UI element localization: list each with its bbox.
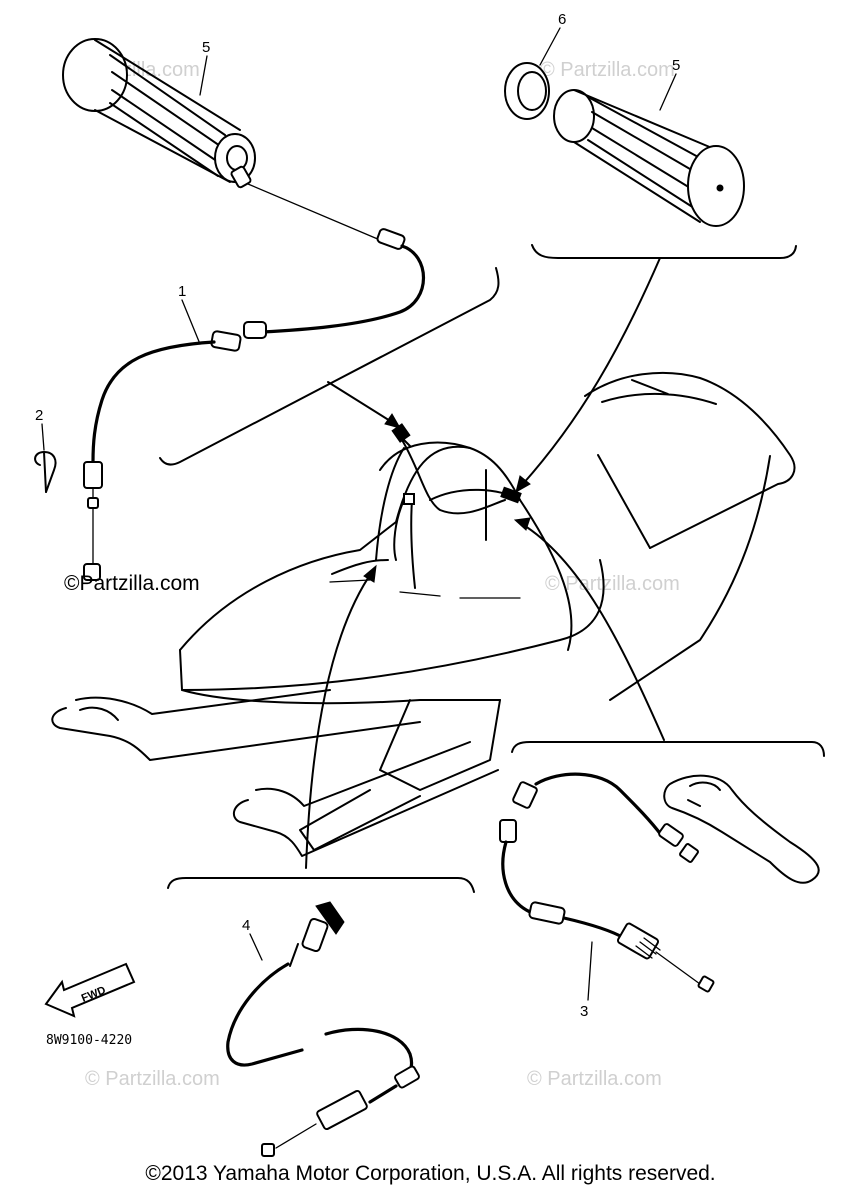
watermark-faint: © Partzilla.com bbox=[85, 1068, 220, 1090]
callout-2: 2 bbox=[35, 407, 43, 424]
callout-1: 1 bbox=[178, 283, 186, 300]
right-group-bracket bbox=[531, 244, 797, 259]
watermark-faint: © Partzilla.com bbox=[527, 1068, 662, 1090]
choke-group-bracket bbox=[167, 877, 475, 893]
left-group-bracket bbox=[159, 267, 500, 466]
watermark-primary: ©Partzilla.com bbox=[64, 572, 200, 595]
callout-5-left: 5 bbox=[202, 39, 210, 56]
left-grip[interactable] bbox=[62, 38, 256, 183]
watermark-faint: © Partzilla.com bbox=[545, 573, 680, 595]
snowmobile-outline bbox=[51, 371, 796, 857]
brake-cable[interactable] bbox=[499, 772, 715, 993]
callout-4: 4 bbox=[242, 917, 250, 934]
throttle-cable[interactable] bbox=[83, 165, 425, 581]
cable-clip[interactable] bbox=[34, 451, 57, 493]
right-grip[interactable] bbox=[553, 89, 745, 227]
copyright-notice: ©2013 Yamaha Motor Corporation, U.S.A. A… bbox=[145, 1162, 716, 1185]
brake-lever[interactable] bbox=[663, 774, 820, 884]
choke-cable[interactable] bbox=[226, 901, 420, 1157]
callout-3: 3 bbox=[580, 1003, 588, 1020]
forward-arrow-icon: FWD bbox=[44, 962, 136, 1018]
grip-ring[interactable] bbox=[504, 62, 550, 120]
watermark-faint: © Partzilla.com bbox=[540, 59, 675, 81]
dash-cable-junction bbox=[331, 423, 522, 589]
callout-6: 6 bbox=[558, 11, 566, 28]
brake-group-bracket bbox=[511, 741, 825, 757]
diagram-code: 8W9100-4220 bbox=[46, 1033, 132, 1048]
callout-5-right: 5 bbox=[672, 57, 680, 74]
